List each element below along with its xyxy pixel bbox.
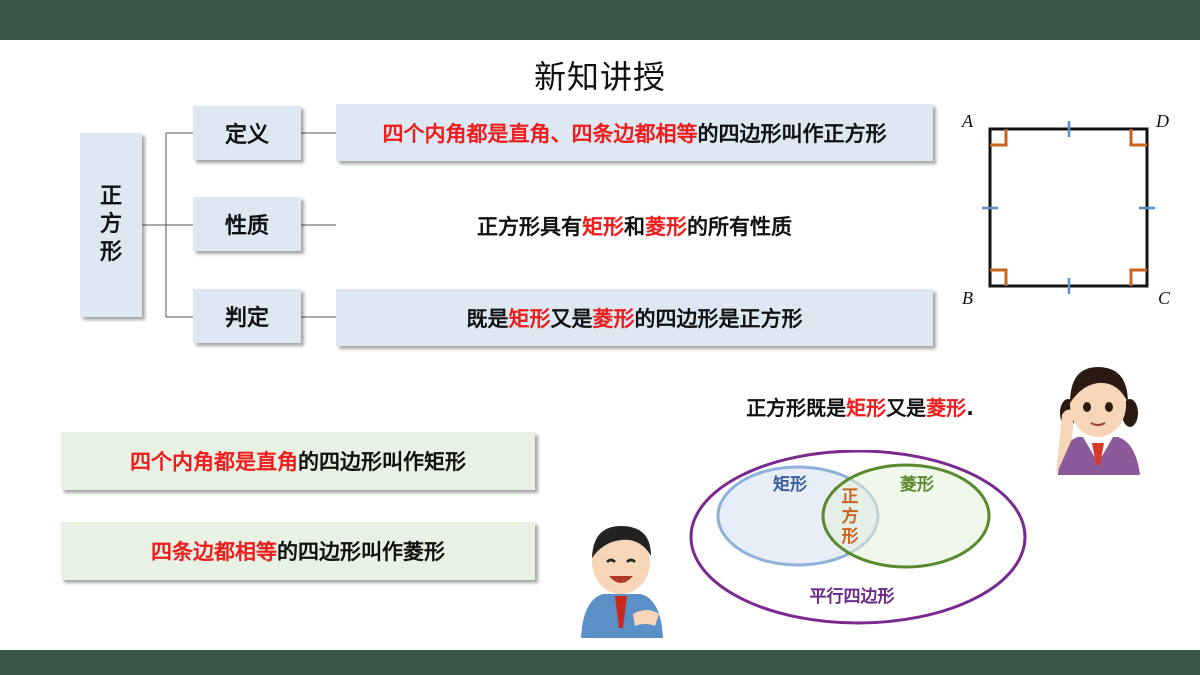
girl-illustration <box>1056 367 1140 475</box>
venn-diagram: 矩形 菱形 正 方 形 平行四边形 <box>689 450 1027 625</box>
boy-illustration <box>581 526 663 638</box>
desc-text: 的所有性质 <box>687 214 792 239</box>
note-emphasis: 菱形 <box>926 396 967 420</box>
note-text: 正方形既是 <box>746 396 847 420</box>
desc-text: 的四边形叫作正方形 <box>697 121 887 146</box>
vertex-b: B <box>962 288 973 308</box>
desc-text: 和 <box>624 214 645 239</box>
branch-label: 性质 <box>224 214 269 239</box>
property-desc: 正方形具有矩形和菱形的所有性质 <box>336 197 933 254</box>
rectangle-definition: 四个内角都是直角的四边形叫作矩形 <box>61 432 535 490</box>
square-char-3: 形 <box>842 526 859 547</box>
root-char-3: 形 <box>99 240 122 265</box>
desc-emphasis: 矩形 <box>582 214 624 239</box>
rectangle-label: 矩形 <box>773 474 807 495</box>
rhombus-label: 菱形 <box>900 474 934 495</box>
footer-bar <box>0 650 1200 675</box>
desc-emphasis: 矩形 <box>508 306 551 331</box>
square-figure: A D B C <box>961 111 1171 308</box>
note-text: 又是 <box>886 396 927 420</box>
square-outline <box>988 127 1149 288</box>
definition-desc: 四个内角都是直角、四条边都相等的四边形叫作正方形 <box>336 104 933 161</box>
rhombus-set <box>821 463 991 569</box>
desc-emphasis: 菱形 <box>645 214 687 239</box>
note-emphasis: 矩形 <box>846 396 887 420</box>
equal-side-ticks <box>982 121 1155 294</box>
header-bar <box>0 0 1200 40</box>
def-emphasis: 四个内角都是直角 <box>130 450 298 474</box>
desc-text: 的四边形是正方形 <box>634 306 803 331</box>
square-char-1: 正 <box>842 487 859 507</box>
tree-root-square: 正 方 形 <box>80 133 142 317</box>
def-text: 的四边形叫作菱形 <box>277 540 445 564</box>
desc-emphasis: 四个内角都是直角、四条边都相等 <box>382 121 698 146</box>
note-text: . <box>966 396 974 420</box>
square-char-2: 方 <box>842 506 859 527</box>
def-text: 的四边形叫作矩形 <box>298 450 466 474</box>
branch-label: 定义 <box>224 123 269 148</box>
root-char-2: 方 <box>99 212 122 237</box>
branch-criterion: 判定 <box>193 289 301 343</box>
desc-emphasis: 菱形 <box>592 306 635 331</box>
vertex-c: C <box>1158 288 1171 308</box>
def-emphasis: 四条边都相等 <box>151 540 277 564</box>
rhombus-definition: 四条边都相等的四边形叫作菱形 <box>61 522 535 580</box>
branch-definition: 定义 <box>193 106 301 160</box>
vertex-d: D <box>1155 111 1169 131</box>
branch-label: 判定 <box>224 306 269 331</box>
page-title: 新知讲授 <box>533 58 666 96</box>
criterion-desc: 既是矩形又是菱形的四边形是正方形 <box>336 289 933 346</box>
vertex-a: A <box>961 111 974 131</box>
branch-property: 性质 <box>193 197 301 251</box>
desc-text: 既是 <box>466 306 509 331</box>
desc-text: 又是 <box>550 306 593 331</box>
parallelogram-label: 平行四边形 <box>810 586 895 607</box>
root-char-1: 正 <box>99 184 122 209</box>
right-angle-marks <box>990 129 1147 286</box>
desc-text: 正方形具有 <box>477 214 582 239</box>
square-note: 正方形既是矩形又是菱形. <box>690 392 1030 421</box>
